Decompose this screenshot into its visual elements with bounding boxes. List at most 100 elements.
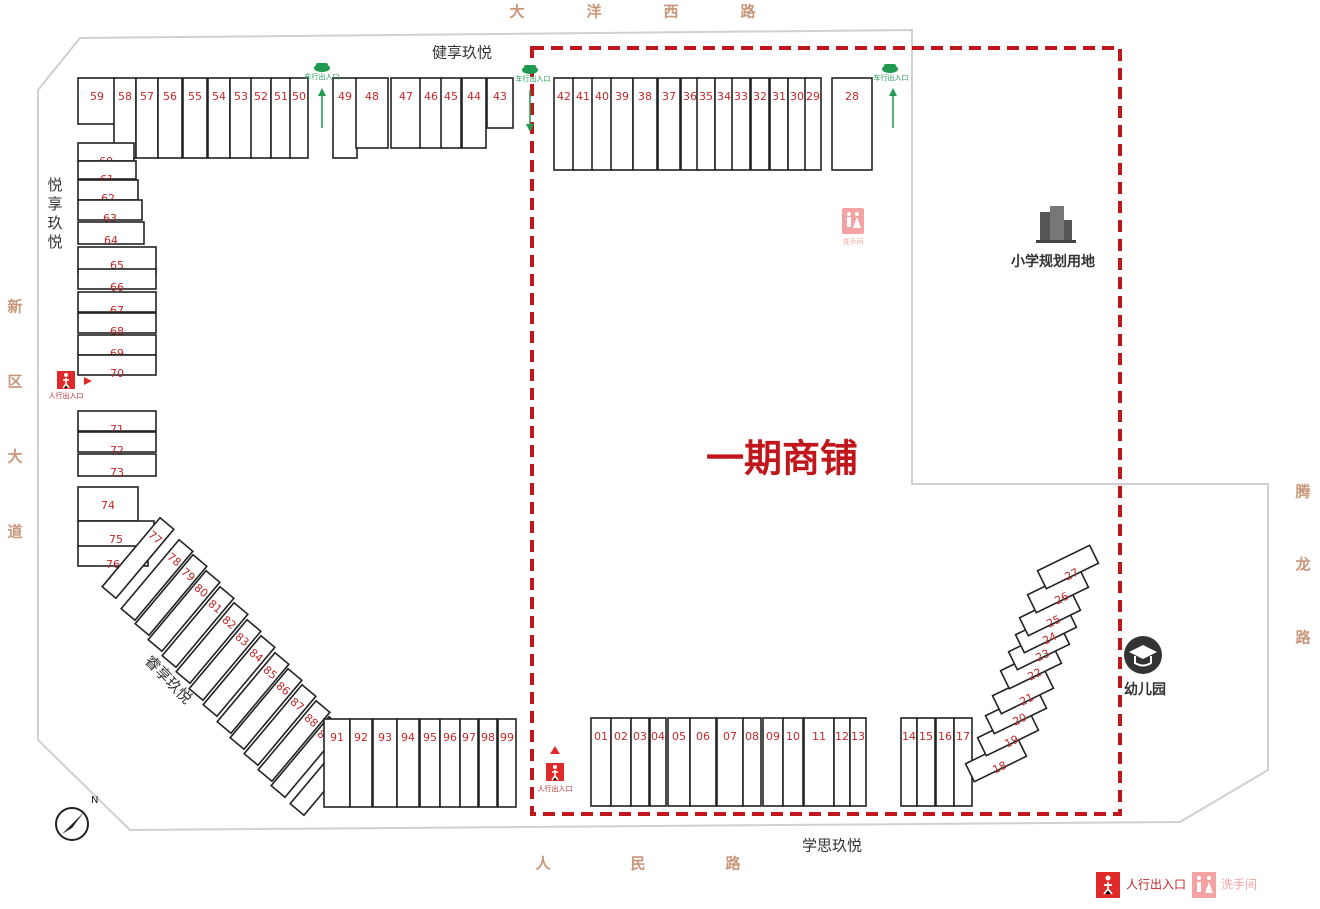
shop-unit-85[interactable]: 85 xyxy=(216,651,290,735)
shop-unit-73[interactable]: 73 xyxy=(77,453,157,479)
shop-number: 18 xyxy=(991,759,1009,777)
shop-unit-40[interactable]: 40 xyxy=(591,77,613,171)
shop-unit-01[interactable]: 01 xyxy=(590,717,612,807)
shop-unit-34[interactable]: 34 xyxy=(714,77,734,171)
shop-unit-52[interactable]: 52 xyxy=(250,77,272,159)
shop-outline xyxy=(134,553,208,637)
shop-unit-18[interactable]: 18 xyxy=(964,737,1029,786)
shop-unit-84[interactable]: 84 xyxy=(202,634,276,718)
shop-unit-37[interactable]: 37 xyxy=(657,77,681,171)
shop-unit-95[interactable]: 95 xyxy=(419,718,441,808)
shop-unit-03[interactable]: 03 xyxy=(630,717,650,807)
shop-unit-94[interactable]: 94 xyxy=(396,718,420,808)
shop-unit-91[interactable]: 91 xyxy=(323,718,351,808)
shop-unit-81[interactable]: 81 xyxy=(161,585,235,669)
shop-unit-54[interactable]: 54 xyxy=(207,77,231,159)
shop-number: 10 xyxy=(786,730,800,743)
shop-unit-83[interactable]: 83 xyxy=(188,618,262,702)
shop-unit-46[interactable]: 46 xyxy=(419,77,443,149)
shop-unit-87[interactable]: 87 xyxy=(243,683,317,767)
shop-unit-44[interactable]: 44 xyxy=(461,77,487,149)
shop-unit-08[interactable]: 08 xyxy=(742,717,762,807)
shop-unit-70[interactable]: 70 xyxy=(77,354,157,380)
shop-unit-93[interactable]: 93 xyxy=(372,718,398,808)
shop-unit-32[interactable]: 32 xyxy=(750,77,770,171)
shop-unit-29[interactable]: 29 xyxy=(804,77,822,171)
shop-unit-09[interactable]: 09 xyxy=(762,717,784,807)
shop-unit-04[interactable]: 04 xyxy=(649,717,667,807)
shop-unit-77[interactable]: 77 xyxy=(101,516,175,600)
shop-unit-88[interactable]: 88 xyxy=(257,699,331,783)
shop-number: 24 xyxy=(1041,630,1059,648)
shop-number: 58 xyxy=(118,90,132,103)
shop-unit-43[interactable]: 43 xyxy=(486,77,514,129)
shop-number: 45 xyxy=(444,90,458,103)
shop-unit-25[interactable]: 25 xyxy=(1018,591,1083,640)
street-north: 健享玖悦 xyxy=(432,44,492,62)
shop-number: 31 xyxy=(772,90,786,103)
shop-unit-68[interactable]: 68 xyxy=(77,312,157,338)
shop-unit-50[interactable]: 50 xyxy=(289,77,309,159)
shop-unit-12[interactable]: 12 xyxy=(833,717,851,807)
shop-unit-49[interactable]: 49 xyxy=(332,77,358,159)
shop-unit-74[interactable]: 74 xyxy=(77,486,139,522)
shop-unit-82[interactable]: 82 xyxy=(175,601,249,685)
shop-unit-48[interactable]: 48 xyxy=(355,77,389,149)
shop-unit-16[interactable]: 16 xyxy=(935,717,955,807)
shop-outline xyxy=(257,699,331,783)
shop-unit-66[interactable]: 66 xyxy=(77,268,157,294)
shop-unit-78[interactable]: 78 xyxy=(120,538,194,622)
shop-unit-97[interactable]: 97 xyxy=(459,718,479,808)
shop-unit-38[interactable]: 38 xyxy=(632,77,658,171)
shop-unit-96[interactable]: 96 xyxy=(439,718,461,808)
shop-unit-98[interactable]: 98 xyxy=(478,718,498,808)
shop-outline xyxy=(440,77,462,149)
shop-number: 47 xyxy=(399,90,413,103)
shop-unit-55[interactable]: 55 xyxy=(182,77,208,159)
shop-unit-10[interactable]: 10 xyxy=(782,717,804,807)
shop-unit-59[interactable]: 59 xyxy=(77,77,117,125)
shop-unit-06[interactable]: 06 xyxy=(689,717,717,807)
shop-outline xyxy=(396,718,420,808)
shop-unit-45[interactable]: 45 xyxy=(440,77,462,149)
shop-unit-11[interactable]: 11 xyxy=(803,717,835,807)
shop-unit-13[interactable]: 13 xyxy=(849,717,867,807)
shop-unit-41[interactable]: 41 xyxy=(572,77,594,171)
shop-unit-80[interactable]: 80 xyxy=(147,569,221,653)
compass-icon xyxy=(55,807,89,841)
shop-unit-07[interactable]: 07 xyxy=(716,717,744,807)
shop-unit-26[interactable]: 26 xyxy=(1026,568,1091,617)
shop-unit-39[interactable]: 39 xyxy=(610,77,634,171)
shop-unit-33[interactable]: 33 xyxy=(731,77,751,171)
shop-unit-63[interactable]: 63 xyxy=(77,199,143,225)
pedestrian-icon xyxy=(57,371,75,389)
shop-unit-15[interactable]: 15 xyxy=(916,717,936,807)
shop-unit-35[interactable]: 35 xyxy=(696,77,716,171)
shop-unit-92[interactable]: 92 xyxy=(349,718,373,808)
arrow-up-icon xyxy=(889,88,897,96)
shop-number: 91 xyxy=(330,731,344,744)
shop-unit-27[interactable]: 27 xyxy=(1036,544,1101,593)
shop-unit-05[interactable]: 05 xyxy=(667,717,691,807)
shop-unit-86[interactable]: 86 xyxy=(229,667,303,751)
shop-unit-47[interactable]: 47 xyxy=(390,77,422,149)
shop-unit-60[interactable]: 60 xyxy=(77,142,135,168)
shop-outline xyxy=(243,683,317,767)
shop-unit-31[interactable]: 31 xyxy=(769,77,789,171)
shop-unit-28[interactable]: 28 xyxy=(831,77,873,171)
shop-unit-51[interactable]: 51 xyxy=(270,77,292,159)
shop-unit-14[interactable]: 14 xyxy=(900,717,918,807)
shop-number: 16 xyxy=(938,730,952,743)
shop-unit-64[interactable]: 64 xyxy=(77,221,145,247)
shop-unit-56[interactable]: 56 xyxy=(157,77,183,159)
shop-unit-99[interactable]: 99 xyxy=(497,718,517,808)
shop-unit-02[interactable]: 02 xyxy=(610,717,632,807)
shop-unit-57[interactable]: 57 xyxy=(135,77,159,159)
shop-unit-53[interactable]: 53 xyxy=(229,77,253,159)
shop-unit-72[interactable]: 72 xyxy=(77,431,157,457)
shop-unit-71[interactable]: 71 xyxy=(77,410,157,436)
street-west-char: 悦 xyxy=(47,233,62,251)
shop-unit-42[interactable]: 42 xyxy=(553,77,575,171)
shop-unit-30[interactable]: 30 xyxy=(787,77,807,171)
shop-unit-79[interactable]: 79 xyxy=(134,553,208,637)
